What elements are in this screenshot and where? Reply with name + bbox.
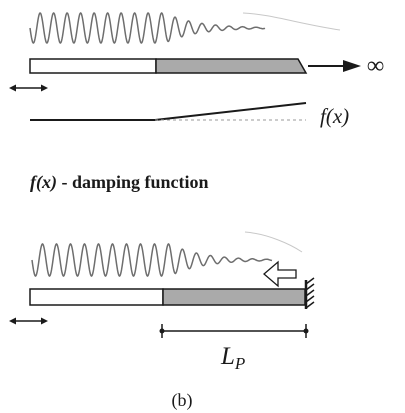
length-label-main: L bbox=[220, 343, 235, 370]
length-label-subscript: P bbox=[234, 354, 245, 373]
top-double-arrow bbox=[9, 84, 48, 92]
bottom-panel: LP bbox=[9, 231, 315, 373]
caption-description: - damping function bbox=[57, 172, 209, 192]
caption-function-name: f(x) bbox=[30, 172, 57, 193]
damping-function-curve bbox=[30, 102, 307, 121]
bottom-incident-wave bbox=[31, 243, 273, 277]
bottom-damping-region bbox=[162, 288, 306, 306]
damping-caption: f(x) - damping function bbox=[30, 172, 209, 193]
panel-label: (b) bbox=[172, 390, 193, 411]
top-open-region bbox=[29, 58, 157, 74]
infinity-symbol: ∞ bbox=[367, 53, 384, 79]
bottom-double-arrow bbox=[9, 317, 48, 325]
outgoing-arrow bbox=[308, 60, 361, 72]
length-dimension bbox=[159, 324, 309, 338]
bottom-open-region bbox=[29, 288, 164, 306]
top-wave-envelope bbox=[242, 12, 341, 31]
top-damping-region bbox=[155, 58, 308, 74]
fixed-wall bbox=[304, 277, 315, 309]
length-label: LP bbox=[220, 343, 245, 373]
top-incident-wave bbox=[29, 12, 266, 44]
function-label: f(x) bbox=[320, 104, 349, 128]
top-panel: ∞ f(x) bbox=[9, 12, 384, 128]
bottom-wave-envelope bbox=[244, 231, 303, 253]
reflected-wave-arrow bbox=[263, 260, 297, 288]
